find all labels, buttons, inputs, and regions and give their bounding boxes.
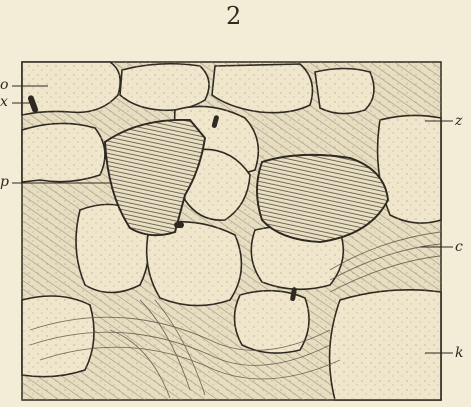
label-c: c [455, 240, 463, 254]
label-p: p [0, 175, 9, 189]
label-o: o [0, 78, 8, 92]
label-x: x [0, 95, 8, 109]
nucleus-mid [174, 222, 184, 228]
label-k: k [455, 346, 463, 360]
label-z: z [455, 114, 462, 128]
